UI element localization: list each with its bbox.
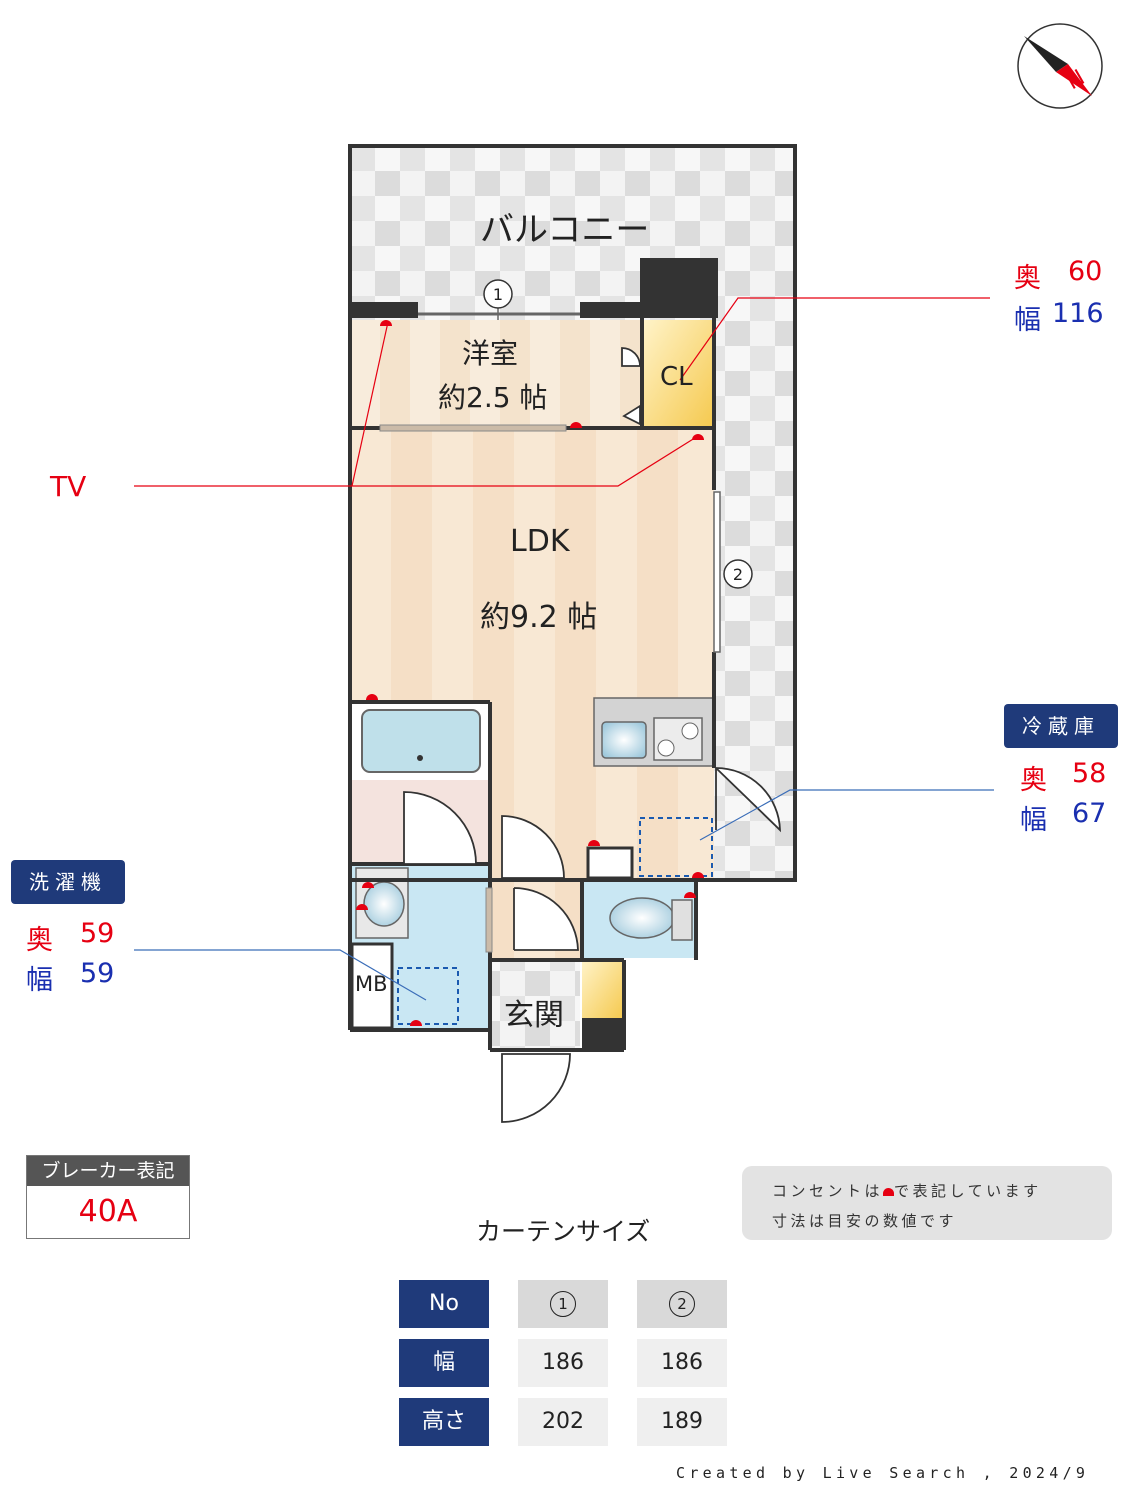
cl-width-label: 幅 (1014, 305, 1041, 336)
breaker-value: 40A (78, 1194, 138, 1229)
burner-1 (657, 739, 675, 757)
washer-title: 洗濯機 (11, 860, 125, 904)
curtain-height-1: 202 (518, 1398, 608, 1446)
note-line-1: コンセントはで表記しています (772, 1180, 1042, 1201)
fridge-width-value: 67 (1072, 798, 1107, 829)
credit: Created by Live Search , 2024/9 (676, 1464, 1090, 1482)
curtain-col-2-mark: 2 (669, 1291, 695, 1317)
window-1-marker (483, 279, 513, 309)
toilet-bowl (609, 897, 675, 939)
cl-width-value: 116 (1052, 298, 1104, 329)
note-line-2: 寸法は目安の数値です (772, 1212, 958, 1230)
curtain-col-1-mark: 1 (550, 1291, 576, 1317)
washbasin-bowl (363, 881, 405, 927)
western-room-name: 洋室 (462, 337, 519, 370)
washer-width-label: 幅 (26, 965, 53, 996)
window-2-label: 2 (733, 565, 743, 584)
curtain-width-1: 186 (518, 1339, 608, 1387)
window-1-label: 1 (493, 285, 503, 304)
breaker-box: ブレーカー表記 40A (26, 1155, 190, 1239)
fridge-width-label: 幅 (1020, 805, 1047, 836)
window-2-marker (723, 559, 753, 589)
utility-box (586, 846, 634, 880)
note-line-1-before: コンセントは (772, 1182, 884, 1200)
legend-note: コンセントはで表記しています 寸法は目安の数値です (742, 1166, 1112, 1240)
entrance-pillar (582, 1018, 624, 1050)
sliding-door (379, 424, 567, 432)
burner-2 (681, 722, 699, 740)
cl-depth-value: 60 (1068, 256, 1103, 287)
curtain-title: カーテンサイズ (476, 1217, 651, 1246)
breaker-title: ブレーカー表記 (27, 1156, 189, 1186)
compass-needle-icon (1024, 36, 1068, 72)
closet-area (644, 320, 714, 428)
window-2 (713, 491, 721, 653)
tv-label: TV (50, 470, 87, 503)
bathtub-drain (417, 755, 423, 761)
toilet-tank (671, 899, 693, 941)
curtain-width-label: 幅 (399, 1339, 489, 1387)
curtain-height-2: 189 (637, 1398, 727, 1446)
washer-width-value: 59 (80, 958, 115, 989)
washer-space (397, 967, 459, 1025)
fridge-depth-value: 58 (1072, 758, 1107, 789)
balcony-label: バルコニー (480, 210, 650, 250)
curtain-col-1: 1 (518, 1280, 608, 1328)
outlet-icon (883, 1187, 895, 1196)
ldk-size: 約9.2 帖 (480, 600, 598, 635)
balcony-wall-left (350, 302, 418, 318)
curtain-head-no: No (399, 1280, 489, 1328)
washer-depth-value: 59 (80, 918, 115, 949)
fridge-title: 冷蔵庫 (1004, 704, 1118, 748)
ldk-name: LDK (510, 524, 570, 559)
curtain-col-2: 2 (637, 1280, 727, 1328)
mb-label: MB (355, 972, 388, 996)
western-room-floor (352, 320, 642, 428)
cl-depth-label: 奥 (1014, 263, 1041, 294)
washroom-door (485, 887, 493, 953)
door-swings (403, 347, 781, 1123)
note-line-1-after: で表記しています (894, 1182, 1042, 1200)
western-room-size: 約2.5 帖 (438, 381, 548, 414)
entrance-label: 玄関 (504, 998, 564, 1033)
curtain-height-label: 高さ (399, 1398, 489, 1446)
balcony-pillar (640, 258, 718, 318)
fridge-space (639, 817, 713, 877)
entrance-floor (490, 960, 580, 1050)
ldk-floor (352, 430, 714, 702)
curtain-width-2: 186 (637, 1339, 727, 1387)
closet-label: CL (660, 362, 693, 392)
bathtub (361, 709, 481, 773)
kitchen-sink (601, 721, 647, 759)
washer-depth-label: 奥 (26, 925, 53, 956)
leader-lines (134, 297, 994, 1001)
compass-needle-red-icon (1056, 64, 1092, 96)
shoe-cabinet (582, 960, 624, 1018)
fridge-depth-label: 奥 (1020, 765, 1047, 796)
